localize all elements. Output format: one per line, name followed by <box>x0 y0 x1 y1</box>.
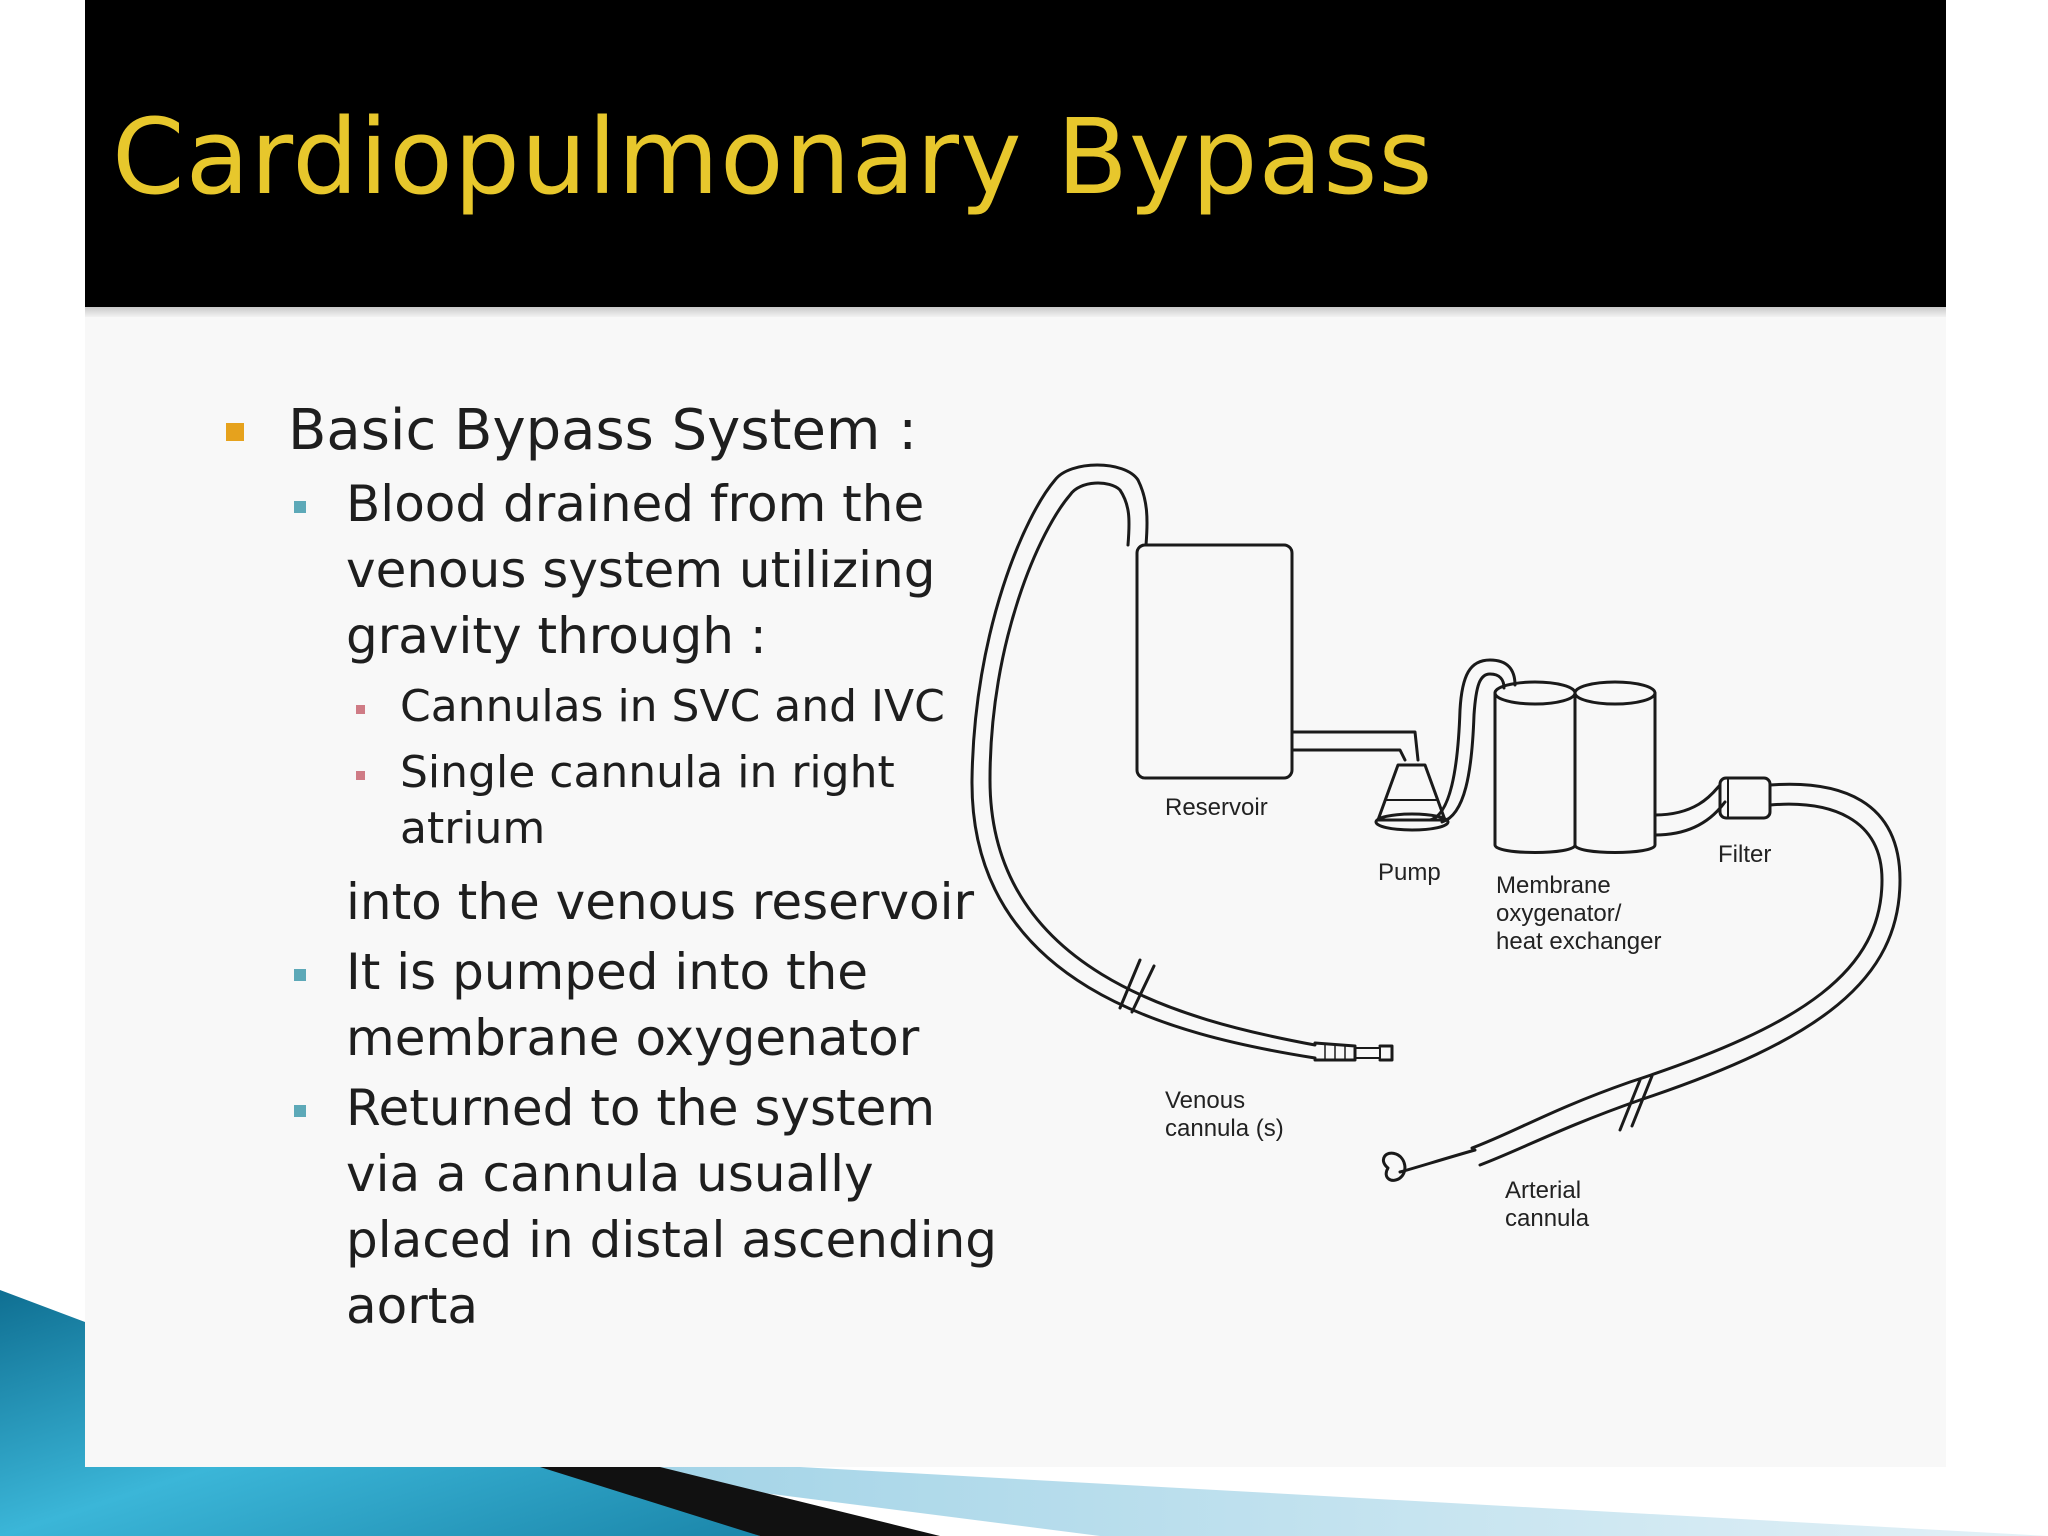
sub-sub-bullet-single-cannula: Single cannula in right atrium <box>220 745 1000 857</box>
bullet-text: Basic Bypass System : <box>288 398 918 463</box>
bullet-text: Cannulas in SVC and IVC <box>400 681 945 732</box>
reservoir-to-pump-tubing <box>1290 730 1420 762</box>
bypass-circuit-diagram: Reservoir Pump Membrane oxygenator/ heat… <box>970 463 1902 1232</box>
label-filter: Filter <box>1718 841 1771 868</box>
sub-bullet-returned: Returned to the system via a cannula usu… <box>220 1075 1000 1339</box>
content-area <box>85 317 1946 1467</box>
label-arterial-line1: Arterial <box>1505 1177 1581 1204</box>
arterial-cannula-tip <box>1382 1151 1407 1182</box>
filter <box>1718 776 1772 820</box>
label-arterial-line2: cannula <box>1505 1205 1590 1232</box>
sub-sub-bullet-cannulas: Cannulas in SVC and IVC <box>220 679 1000 735</box>
decorative-accent <box>0 1290 2048 1536</box>
arterial-tubing <box>1398 782 1902 1174</box>
bullet-text: Blood drained from the venous system uti… <box>346 475 936 665</box>
bullet-text: Single cannula in right atrium <box>400 747 895 854</box>
bullet-item-basic-bypass-system: Basic Bypass System : <box>220 395 1000 467</box>
oxygenator-heat-exchanger <box>1493 680 1657 854</box>
label-reservoir: Reservoir <box>1165 794 1268 821</box>
square-bullet-icon <box>356 771 365 780</box>
pump <box>1374 763 1450 832</box>
slide-title: Cardiopulmonary Bypass <box>112 96 1434 218</box>
accent-black-band <box>540 1467 940 1536</box>
reservoir <box>1135 543 1294 780</box>
bullet-text: It is pumped into the membrane oxygenato… <box>346 943 920 1067</box>
bullet-continuation: into the venous reservoir <box>220 869 1000 935</box>
square-bullet-icon <box>294 501 306 513</box>
label-oxygenator-line1: Membrane <box>1496 872 1611 899</box>
square-bullet-icon <box>294 969 306 981</box>
label-pump: Pump <box>1378 859 1441 886</box>
venous-tubing <box>970 463 1317 1060</box>
pump-to-oxygenator-tubing <box>1428 658 1517 824</box>
title-bar <box>85 0 1946 307</box>
label-oxygenator-line3: heat exchanger <box>1496 928 1661 955</box>
label-venous-line2: cannula (s) <box>1165 1115 1284 1142</box>
title-divider <box>85 307 1946 317</box>
bullet-list: Basic Bypass System : Blood drained from… <box>220 395 1000 1339</box>
oxygenator-to-filter-tubing <box>1653 783 1727 837</box>
bullet-text: Returned to the system via a cannula usu… <box>346 1079 998 1335</box>
sub-bullet-blood-drained: Blood drained from the venous system uti… <box>220 471 1000 669</box>
sub-bullet-pumped: It is pumped into the membrane oxygenato… <box>220 939 1000 1071</box>
square-bullet-icon <box>294 1105 306 1117</box>
bullet-text: into the venous reservoir <box>346 873 975 931</box>
accent-pale-band <box>560 1467 2048 1536</box>
square-bullet-icon <box>226 423 244 441</box>
label-oxygenator-line2: oxygenator/ <box>1496 900 1622 927</box>
label-venous-line1: Venous <box>1165 1087 1245 1114</box>
square-bullet-icon <box>356 705 365 714</box>
venous-cannula-tip <box>1313 1041 1394 1062</box>
